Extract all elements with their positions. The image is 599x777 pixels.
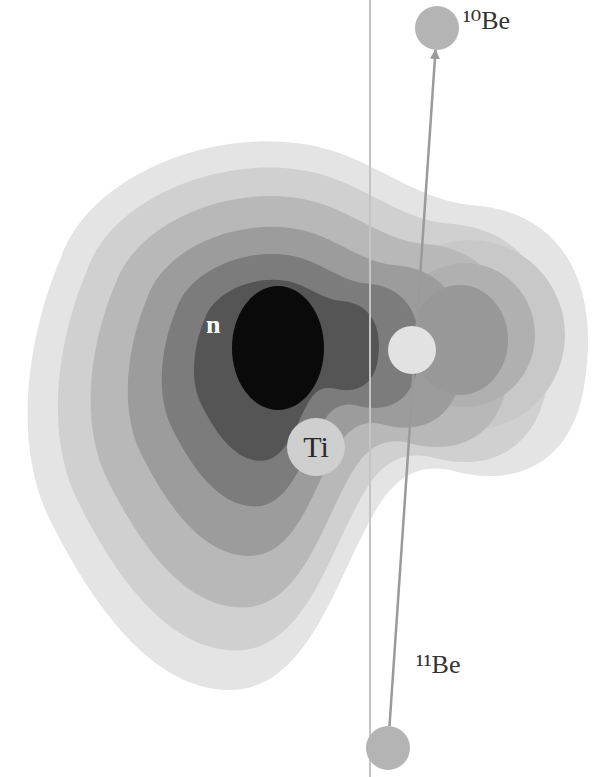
nucleus-label: ¹⁰Be	[463, 8, 510, 34]
nucleus-label: ¹¹Be	[416, 652, 460, 678]
circle-outline	[366, 726, 410, 770]
element-label: Ti	[303, 432, 329, 462]
circle-outline	[415, 6, 459, 50]
trajectory-arrow	[389, 50, 435, 726]
beryllium-10-circle: ¹⁰Be	[415, 6, 459, 50]
beryllium-11-circle: ¹¹Be	[366, 726, 410, 770]
neutron-label: n	[206, 312, 220, 338]
titanium-circle: Ti	[287, 418, 345, 476]
